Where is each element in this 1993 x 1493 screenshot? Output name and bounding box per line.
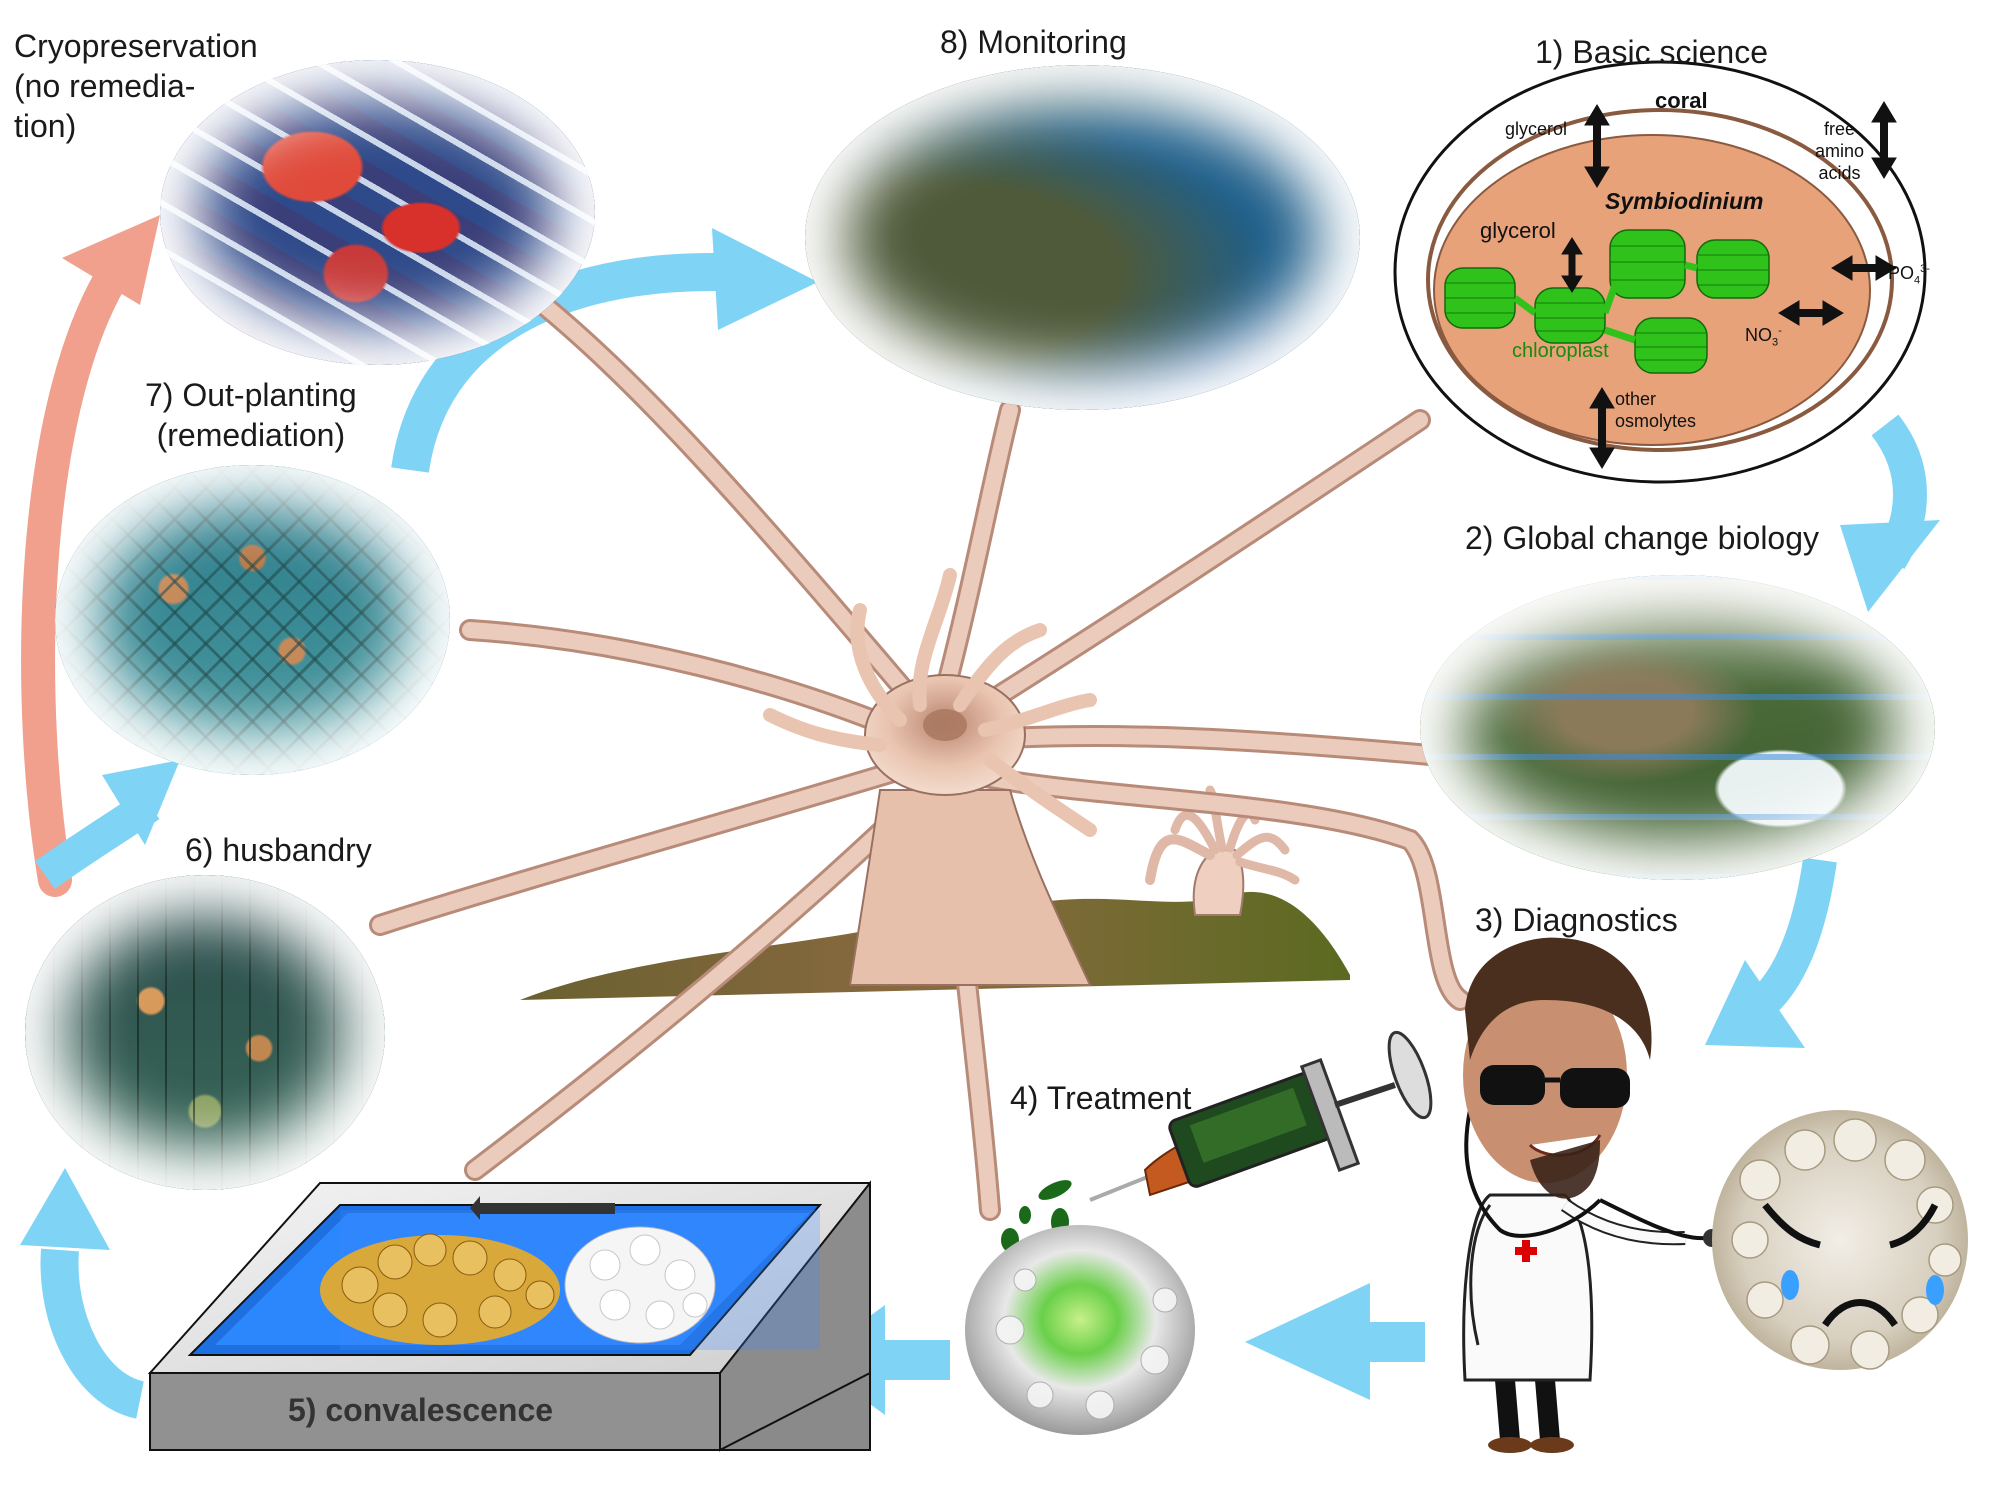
- phosphate-subscript: 4: [1914, 274, 1921, 287]
- nitrate-label: NO3-: [1745, 320, 1782, 354]
- phosphate-superscript: 3-: [1920, 263, 1930, 275]
- phosphate-label: PO43-: [1888, 258, 1930, 292]
- husbandry-label: 6) husbandry: [185, 832, 372, 868]
- nitrate-formula: NO: [1745, 325, 1772, 345]
- other-osmolytes-line: other: [1615, 389, 1657, 409]
- exchange-arrows: [1561, 101, 1897, 469]
- cryopreservation-label-line: Cryopreservation: [14, 28, 258, 64]
- chloroplast-label: chloroplast: [1512, 340, 1609, 362]
- treatment-label: 4) Treatment: [1010, 1080, 1192, 1116]
- monitoring-label: 8) Monitoring: [940, 24, 1127, 60]
- basic-science-label: 1) Basic science: [1535, 34, 1768, 70]
- phosphate-formula: PO: [1888, 263, 1915, 283]
- outplanting-label-line: 7) Out-planting: [145, 377, 357, 413]
- glycerol-inner-label: glycerol: [1480, 218, 1556, 243]
- sad-coral-patient: [1712, 1110, 1968, 1370]
- husbandry-nursery-photo: [25, 875, 385, 1190]
- convalescence-label: 5) convalescence: [288, 1392, 554, 1428]
- central-polyp-body: [763, 568, 1097, 986]
- convalescence-tank: [147, 1180, 871, 1452]
- cryopreservation-label: Cryopreservation (no remedia- tion): [14, 26, 258, 146]
- salmon-cycle-arrow: [21, 215, 160, 897]
- cryopreservation-label-line: (no remedia-: [14, 68, 196, 104]
- nitrate-superscript: -: [1778, 325, 1782, 337]
- outplanting-label-line: (remediation): [156, 417, 346, 453]
- monitoring-diver-photo: [805, 65, 1360, 410]
- free-amino-acids-line: amino: [1815, 141, 1865, 161]
- blue-cycle-arrows: [20, 228, 1940, 1419]
- nitrate-subscript: 3: [1772, 336, 1779, 349]
- glycerol-outer-label: glycerol: [1505, 119, 1568, 139]
- small-polyp: [1145, 785, 1300, 916]
- doctor-figure: [1462, 937, 1721, 1453]
- free-amino-acids-line: free: [1824, 119, 1856, 139]
- cryopreservation-photo: [160, 60, 595, 365]
- outplanting-photo: [55, 465, 450, 775]
- syringe-illustration: [1001, 1030, 1433, 1252]
- symbiodinium-label: Symbiodinium: [1605, 188, 1764, 214]
- cryopreservation-label-line: tion): [14, 108, 77, 144]
- coral-cell-diagram: [1393, 60, 1927, 484]
- global-change-label: 2) Global change biology: [1465, 520, 1820, 556]
- other-osmolytes-line: osmolytes: [1615, 411, 1697, 431]
- global-change-tanks-photo: [1420, 575, 1935, 880]
- diagnostics-label: 3) Diagnostics: [1475, 902, 1678, 938]
- free-amino-acids-line: acids: [1818, 163, 1861, 183]
- free-amino-acids-label: free amino acids: [1815, 118, 1864, 184]
- other-osmolytes-label: other osmolytes: [1615, 388, 1696, 432]
- outplanting-label: 7) Out-planting (remediation): [145, 375, 357, 455]
- coral-cell-label: coral: [1655, 88, 1708, 113]
